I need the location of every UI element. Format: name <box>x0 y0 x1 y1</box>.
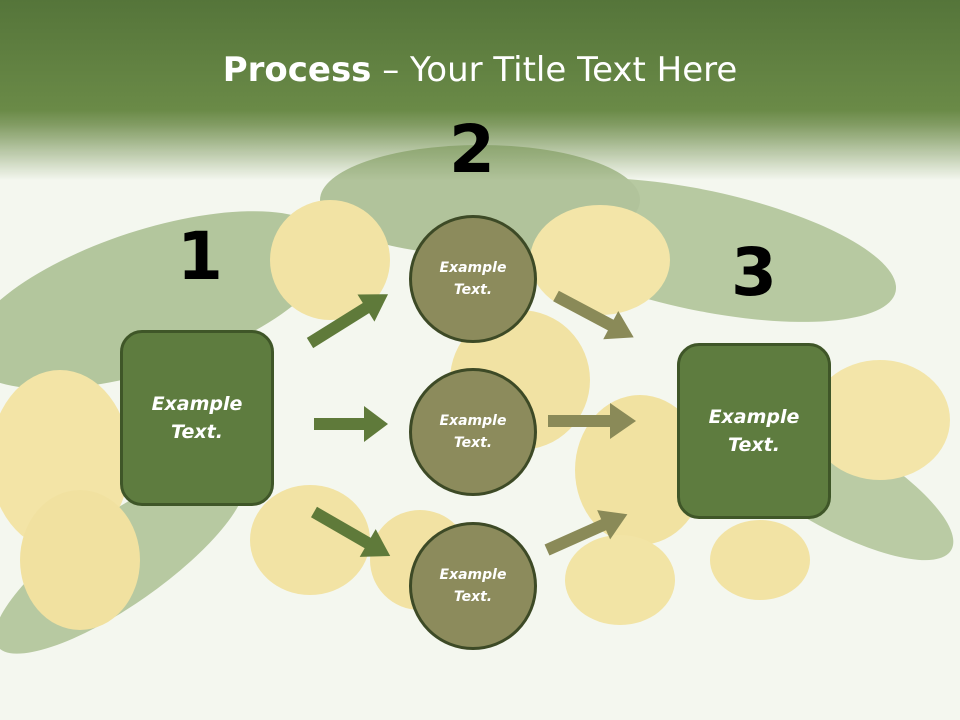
arrow-left-to-top <box>306 294 389 349</box>
title-bold: Process <box>222 50 372 90</box>
title-bar <box>0 0 960 180</box>
arrow-bottom-to-right <box>544 510 628 556</box>
process-circle-middle-label: Example Text. <box>439 412 507 451</box>
arrow-top-to-right <box>553 290 634 340</box>
step-box-left-label: Example Text. <box>151 392 243 444</box>
step-box-left: Example Text. <box>120 330 274 506</box>
process-circle-middle: Example Text. <box>409 368 537 496</box>
slide-title: Process – Your Title Text Here <box>0 50 960 90</box>
title-rest: – Your Title Text Here <box>371 50 738 90</box>
step-box-right-label: Example Text. <box>708 405 800 457</box>
step-number-2: 2 <box>449 111 495 188</box>
process-circle-top-label: Example Text. <box>439 259 507 298</box>
process-circle-top: Example Text. <box>409 215 537 343</box>
step-box-right: Example Text. <box>677 343 831 519</box>
arrow-left-to-middle <box>314 406 388 442</box>
step-number-1: 1 <box>177 218 223 295</box>
arrow-left-to-bottom <box>311 506 391 557</box>
process-circle-bottom: Example Text. <box>409 522 537 650</box>
step-number-3: 3 <box>731 234 777 311</box>
arrow-middle-to-right <box>548 403 636 439</box>
process-circle-bottom-label: Example Text. <box>439 566 507 605</box>
